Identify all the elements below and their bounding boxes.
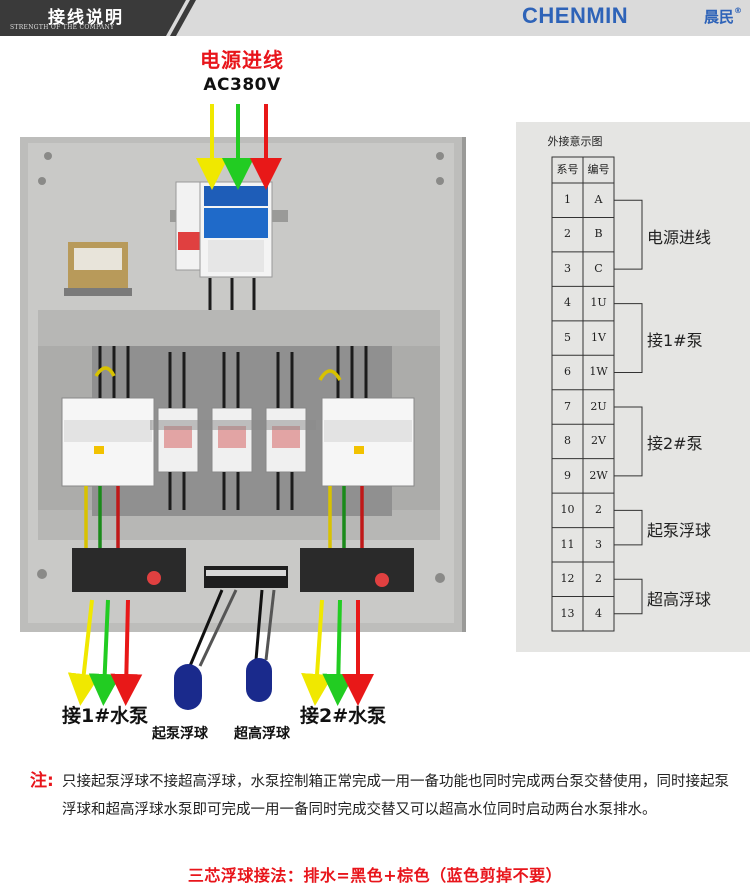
pump2-output-arrows	[301, 599, 374, 706]
table-row-no: 12	[560, 572, 575, 586]
table-row-code: 1W	[589, 365, 608, 379]
float-switch-start	[174, 589, 238, 710]
header-bar: 接线说明 STRENGTH OF THE COMPANY CHENMIN 晨民®	[0, 0, 750, 36]
table-row-code: 1U	[590, 296, 607, 310]
group-bracket	[614, 509, 643, 546]
table-row-code: 2	[595, 503, 602, 517]
label-pump2: 接2#水泵	[300, 705, 387, 727]
table-row-no: 7	[564, 399, 571, 413]
table-row-code: 4	[595, 606, 602, 620]
table-group-label: 起泵浮球	[647, 520, 712, 540]
thermal-relay-1	[72, 548, 186, 592]
pump1-output-arrows	[67, 599, 143, 706]
table-row-no: 4	[564, 296, 571, 310]
table-row-code: A	[594, 193, 603, 206]
group-bracket	[614, 199, 643, 270]
brand-name: CHENMIN	[522, 3, 629, 28]
header-subtitle: STRENGTH OF THE COMPANY	[10, 24, 115, 31]
header-background	[0, 0, 750, 36]
contactor-colored-wiring	[84, 366, 364, 555]
table-row-code: C	[594, 261, 603, 275]
brand-logo: CHENMIN	[522, 3, 628, 29]
table-row-no: 9	[564, 468, 571, 482]
label-pump1: 接1#水泵	[62, 705, 149, 727]
float-switch-high	[246, 589, 276, 702]
table-group-label: 接2#泵	[647, 434, 703, 454]
table-header-code: 编号	[587, 163, 610, 176]
table-row-code: 1V	[591, 330, 606, 344]
group-bracket	[614, 303, 643, 374]
brand-registered-mark: ®	[734, 6, 743, 15]
power-input-voltage: AC380V	[203, 75, 281, 95]
table-row-no: 13	[560, 606, 575, 620]
table-group-label: 接1#泵	[647, 331, 703, 351]
table-header-no: 系号	[556, 163, 579, 176]
transformer	[64, 242, 132, 296]
table-row-code: B	[594, 227, 603, 241]
table-row-no: 3	[564, 261, 571, 275]
table-row-no: 2	[564, 227, 571, 241]
table-row-no: 1	[564, 193, 571, 206]
table-row-code: 2U	[590, 399, 607, 413]
float-wiring-note: 三芯浮球接法：排水=黑色+棕色（蓝色剪掉不要）	[187, 866, 563, 885]
table-row-code: 2W	[589, 468, 608, 482]
table-row-no: 8	[564, 434, 571, 448]
group-bracket	[614, 578, 643, 615]
header-title: 接线说明	[48, 8, 124, 28]
contactor-1	[61, 397, 155, 487]
terminal-table-title: 外接意示图	[547, 135, 603, 148]
note-mark: 注:	[30, 771, 54, 791]
table-row-code: 2	[595, 572, 602, 586]
table-row-no: 5	[564, 330, 571, 344]
table-group-label: 电源进线	[647, 227, 712, 247]
brand-chinese: 晨民®	[704, 6, 742, 27]
relay-bank	[150, 407, 316, 473]
label-float-start: 起泵浮球	[152, 726, 208, 742]
table-row-code: 3	[595, 537, 602, 551]
terminal-strip	[204, 566, 288, 588]
contactor-2	[321, 397, 415, 487]
brand-cn-text: 晨民	[704, 8, 735, 26]
terminal-table-panel	[516, 122, 750, 652]
group-bracket	[614, 406, 643, 477]
thermal-relay-2	[300, 548, 414, 592]
label-float-high: 超高浮球	[234, 726, 290, 742]
screw-icon	[37, 152, 445, 583]
table-row-no: 10	[560, 503, 575, 517]
table-row-no: 11	[560, 537, 575, 551]
table-row-code: 2V	[591, 434, 606, 448]
table-group-label: 超高浮球	[647, 589, 712, 609]
note-text: 只接起泵浮球不接超高浮球，水泵控制箱正常完成一用一备功能也同时完成两台泵交替使用…	[62, 774, 729, 818]
power-input-title: 电源进线	[200, 48, 284, 72]
internal-wiring	[98, 278, 368, 510]
table-row-no: 6	[564, 365, 571, 379]
power-input-arrows	[196, 104, 282, 190]
main-circuit-breaker	[170, 181, 288, 278]
